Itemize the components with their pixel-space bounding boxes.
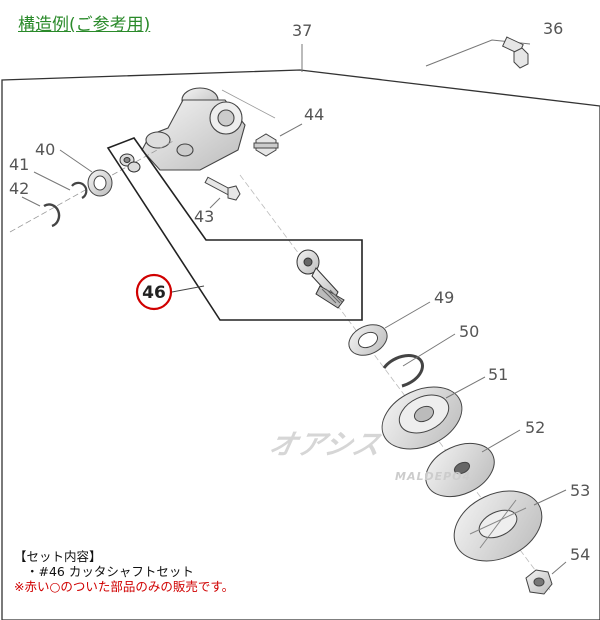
callout-37: 37	[292, 21, 312, 40]
callout-53: 53	[570, 481, 590, 500]
part-42-snap-ring	[43, 203, 61, 228]
set-contents-note: ※赤い○のついた部品のみの販売です。	[14, 579, 235, 594]
leader-49	[384, 301, 431, 329]
part-54-nut	[525, 569, 553, 595]
part-50-snap-ring	[382, 354, 424, 388]
callout-51: 51	[488, 365, 508, 384]
callout-43: 43	[194, 207, 214, 226]
part-43-bolt	[204, 176, 241, 201]
callout-50: 50	[459, 322, 479, 341]
callout-36: 36	[543, 19, 563, 38]
callout-46: 46	[142, 283, 166, 303]
part-46-highlight-circle	[135, 273, 173, 311]
callout-41: 41	[9, 155, 29, 174]
part-53-cover	[453, 490, 543, 562]
part-51-holder	[381, 386, 463, 450]
callout-44: 44	[304, 105, 324, 124]
leader-41	[33, 171, 71, 191]
part-52-plate	[425, 442, 495, 498]
lower-axis	[239, 174, 551, 591]
watermark-sub: MALDEPO4	[395, 470, 471, 483]
set-contents-item: ・#46 カッタシャフトセット	[26, 564, 194, 579]
leader-42	[21, 196, 41, 207]
callout-54: 54	[570, 545, 590, 564]
callout-49: 49	[434, 288, 454, 307]
assembly-frame	[1, 69, 600, 620]
gear-case	[141, 87, 246, 171]
set-46-outline	[106, 137, 363, 321]
watermark-logo: オアシス	[266, 428, 384, 461]
leader-54	[551, 561, 567, 575]
leader-37-housing	[221, 89, 276, 119]
part-49-bearing	[348, 324, 388, 356]
part-41-circlip	[71, 181, 88, 199]
callout-42: 42	[9, 179, 29, 198]
set-contents-heading: 【セット内容】	[14, 549, 102, 564]
part-44-bolt	[253, 133, 279, 157]
leader-46	[171, 285, 205, 293]
part-46-cutter-shaft	[296, 249, 345, 309]
leader-51	[445, 376, 486, 399]
leader-40	[59, 149, 93, 173]
page-title: 構造例(ご参考用)	[18, 15, 151, 35]
set-contents-box: 【セット内容】 ・#46 カッタシャフトセット ※赤い○のついた部品のみの販売で…	[14, 549, 234, 594]
part-36-bolt	[501, 36, 529, 69]
callout-52: 52	[525, 418, 545, 437]
leader-50	[402, 333, 456, 367]
leader-44	[279, 123, 303, 137]
leader-52	[481, 429, 521, 453]
part-46-small-gear	[119, 153, 141, 173]
part-40-bearing	[87, 169, 113, 197]
leader-43	[209, 197, 221, 209]
leader-53	[533, 489, 567, 506]
callout-40: 40	[35, 140, 55, 159]
